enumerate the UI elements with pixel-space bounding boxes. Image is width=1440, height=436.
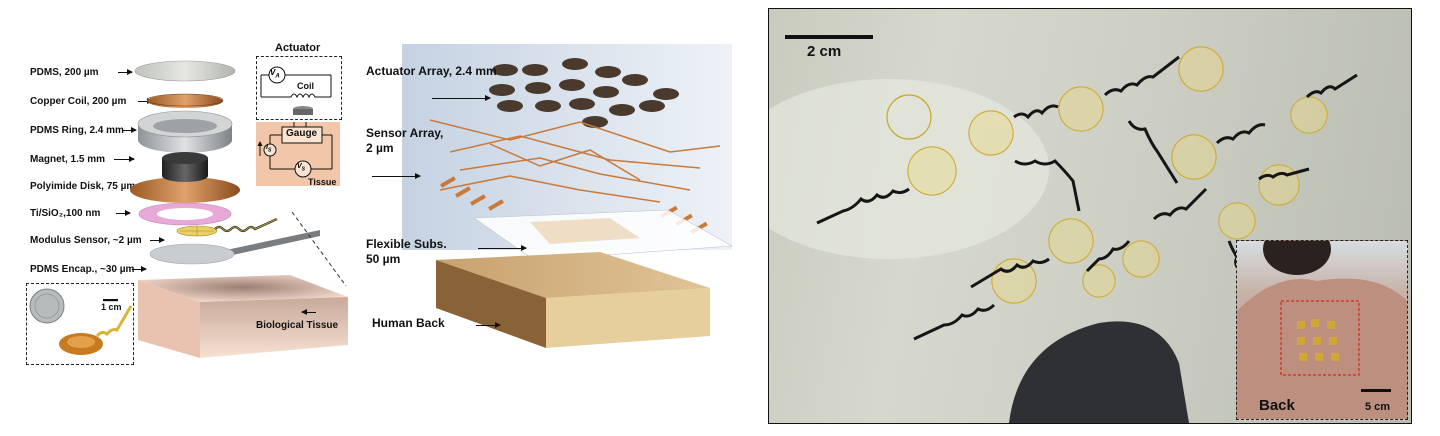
back-sensor-pads <box>1297 319 1339 361</box>
layer-label-copper-coil: Copper Coil, 200 µm <box>30 96 127 107</box>
biological-tissue-label: Biological Tissue <box>256 320 339 331</box>
actuator-title: Actuator <box>275 42 321 54</box>
layer-label-pdms-ring: PDMS Ring, 2.4 mm <box>30 125 124 136</box>
arrow <box>114 156 135 162</box>
serpentine-interconnects <box>816 55 1358 341</box>
scale-label: 2 cm <box>807 43 842 60</box>
coin-scale-label: 1 cm <box>101 302 122 312</box>
sensor-array-label-line2: 2 µm <box>366 141 394 155</box>
back-inset-photo: Back 5 cm <box>1236 240 1408 420</box>
coin-inset-drawing <box>29 288 133 355</box>
arrow <box>478 245 527 251</box>
tissue-label: Tissue <box>308 177 337 187</box>
flexible-subs-label-line2: 50 µm <box>366 252 401 266</box>
scale-bar <box>785 35 873 39</box>
layer-label-pdms: PDMS, 200 µm <box>30 67 99 78</box>
flexible-subs-label-line1: Flexible Subs. <box>366 237 447 251</box>
coil-label: Coil <box>297 81 314 91</box>
arrow <box>132 266 147 272</box>
arrow <box>122 127 137 133</box>
arrow <box>372 173 421 179</box>
gauge-circuit <box>257 122 333 178</box>
sensor-units <box>886 46 1328 304</box>
layer-label-ti-sio2: Ti/SiO₂,100 nm <box>30 208 101 219</box>
layer-label-pdms-encap: PDMS Encap., ~30 µm <box>30 264 135 275</box>
actuator-circuit-box: Actuator VA Coil <box>256 42 342 120</box>
arrow <box>301 309 316 315</box>
arrow <box>118 69 133 75</box>
arrow <box>432 95 491 101</box>
actuator-array-label: Actuator Array, 2.4 mm <box>366 64 497 78</box>
vs-symbol: VS <box>297 163 306 173</box>
is-symbol: IS <box>266 144 272 154</box>
arrow <box>150 237 165 243</box>
back-label: Back <box>1259 397 1295 414</box>
inset-scale-label: 5 cm <box>1365 401 1391 413</box>
actuator-circuit <box>260 66 332 115</box>
projection-line <box>291 211 347 287</box>
layer-label-polyimide: Polyimide Disk, 75 µm <box>30 181 136 192</box>
sensor-traces <box>429 119 721 203</box>
human-back-label: Human Back <box>372 316 445 330</box>
sensor-array-on-film <box>769 35 1358 423</box>
array-exploded-drawing <box>402 44 734 348</box>
sensor-array-label-line1: Sensor Array, <box>366 126 444 140</box>
gauge-circuit-box: Gauge IS VS Tissue <box>256 122 340 187</box>
layer-label-magnet: Magnet, 1.5 mm <box>30 154 106 165</box>
gauge-label: Gauge <box>286 128 318 139</box>
arrow <box>476 322 501 328</box>
va-symbol: VA <box>270 68 280 80</box>
back-drawing <box>1237 241 1407 419</box>
arrow <box>116 210 131 216</box>
layer-label-modulus-sensor: Modulus Sensor, ~2 µm <box>30 235 142 246</box>
coin-inset-photo: 1 cm <box>26 283 134 365</box>
